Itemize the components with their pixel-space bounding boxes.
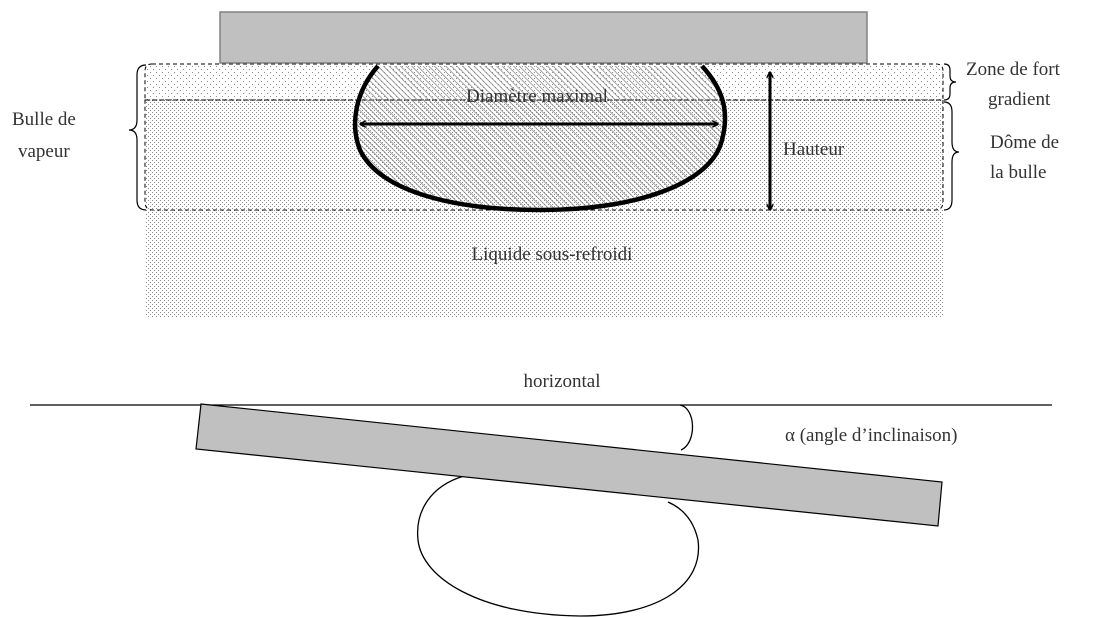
heater-plate — [219, 11, 868, 64]
vapor-bubble-label-line2: vapeur — [18, 141, 70, 162]
inclination-angle-arc — [679, 404, 694, 451]
bubble-dome-label-line1: Dôme de — [990, 132, 1059, 153]
bubble-dome-label-line2: la bulle — [990, 162, 1046, 183]
inclined-bubble-outline — [416, 475, 700, 617]
bubble-left-brace — [128, 64, 147, 211]
inclined-heater-plate — [195, 403, 943, 527]
high-gradient-zone-label-line1: Zone de fort — [966, 59, 1061, 80]
horizontal-label: horizontal — [523, 371, 600, 392]
vapor-bubble-label-line1: Bulle de — [12, 109, 76, 130]
max-diameter-label: Diamètre maximal — [466, 86, 608, 107]
height-label: Hauteur — [783, 139, 845, 160]
vapor-bubble — [352, 64, 728, 213]
gradient-zone-brace — [943, 63, 957, 101]
high-gradient-zone-label-line2: gradient — [988, 89, 1051, 110]
subcooled-liquid-label: Liquide sous-refroidi — [472, 244, 633, 265]
subcooled-liquid-region — [145, 210, 943, 318]
bubble-dome-brace — [943, 101, 960, 211]
inclination-angle-label: α (angle d’inclinaison) — [785, 425, 957, 446]
